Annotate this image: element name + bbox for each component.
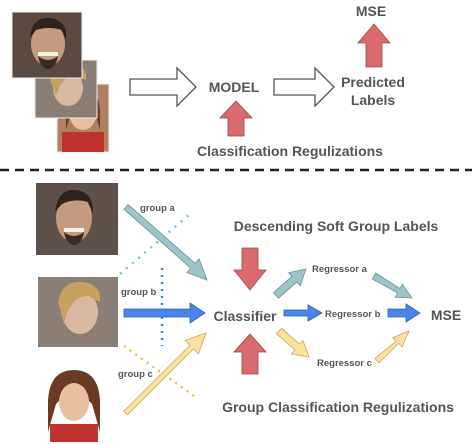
group-c-label: group c [118,369,153,380]
model-label: MODEL [209,79,260,95]
predicted-labels-line1: Predicted [341,74,405,90]
arrow-group-a [123,203,208,281]
dotted-line-teal [119,213,191,275]
red-arrow-down-to-classifier [233,247,267,291]
face-photo-group-a [36,183,118,255]
group-b-label: group b [121,287,157,298]
predicted-labels-line2: Labels [351,92,396,108]
face-photo-group-c [38,368,110,442]
group-a-label: group a [140,203,176,214]
bottom-mse-label: MSE [431,307,461,323]
face-photo-stack-top [11,11,110,153]
arrow-regressor-b-to-mse [387,303,421,323]
arrow-group-b [123,302,206,324]
hollow-arrow-to-predicted [273,66,335,108]
classifier-label: Classifier [213,308,277,324]
arrow-regressor-a-to-mse [371,272,413,299]
face-photo-top-1 [11,11,83,79]
arrow-to-regressor-c [275,327,310,358]
red-arrow-up-to-classifier [233,333,267,375]
red-arrow-up-to-mse [357,23,391,68]
red-arrow-up-to-model [219,100,253,137]
classification-regulizations-label: Classification Regulizations [197,143,383,159]
group-classification-regulizations-label: Group Classification Regulizations [222,399,454,415]
hollow-arrow-to-model [129,66,197,108]
arrow-to-regressor-b [283,304,323,322]
descending-soft-group-labels: Descending Soft Group Labels [234,218,439,234]
arrow-group-c [123,332,207,416]
top-mse-label: MSE [356,3,386,19]
regressor-c-label: Regressor c [317,358,372,369]
dotted-line-orange [123,344,195,398]
arrow-to-regressor-a [272,268,307,299]
regressor-b-label: Regressor b [325,309,381,320]
face-photo-group-b [38,277,118,347]
arrow-regressor-c-to-mse [374,330,410,364]
regressor-a-label: Regressor a [312,264,368,275]
